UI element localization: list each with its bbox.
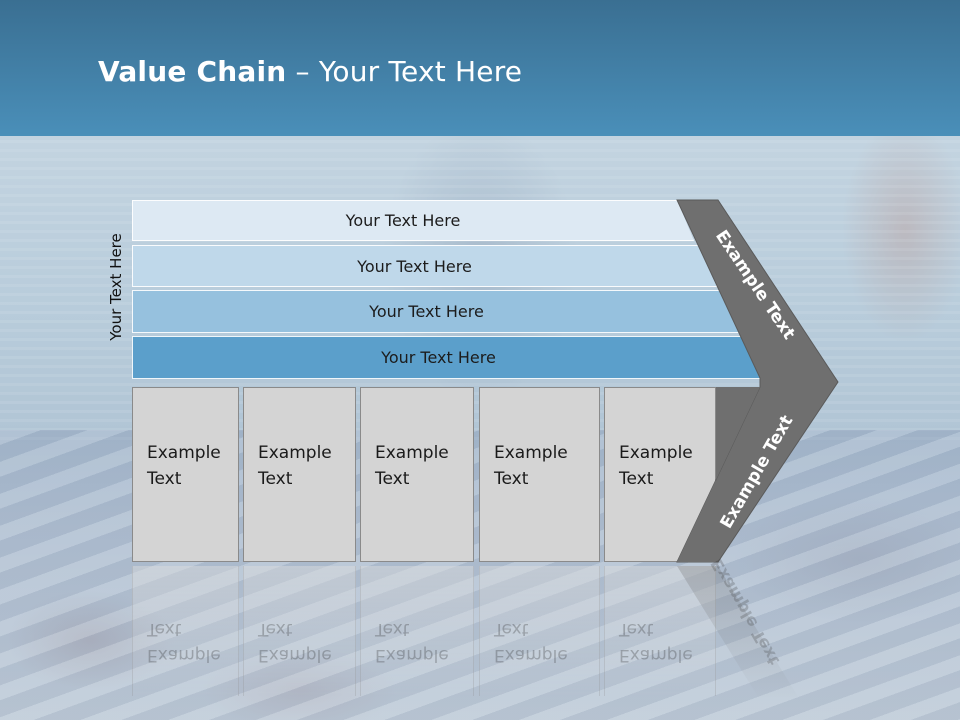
box-1: Example Text bbox=[132, 387, 239, 562]
box-5-diagonal-edge bbox=[677, 387, 760, 562]
slide-title-rest: – Your Text Here bbox=[286, 55, 523, 88]
band-3-label: Your Text Here bbox=[369, 302, 484, 321]
band-3: Your Text Here bbox=[132, 290, 741, 333]
box-4-reflection: Example Text bbox=[479, 566, 600, 696]
band-4: Your Text Here bbox=[132, 336, 765, 379]
box-2-reflection: Example Text bbox=[243, 566, 356, 696]
slide-title: Value Chain – Your Text Here bbox=[98, 55, 522, 88]
box-4: Example Text bbox=[479, 387, 600, 562]
header-bar: Value Chain – Your Text Here bbox=[0, 0, 960, 136]
band-4-label: Your Text Here bbox=[381, 348, 496, 367]
chevron-arrow-shape bbox=[676, 199, 839, 563]
band-1: Your Text Here bbox=[132, 200, 694, 241]
band-1-label: Your Text Here bbox=[345, 211, 461, 230]
box-3: Example Text bbox=[360, 387, 474, 562]
band-2: Your Text Here bbox=[132, 245, 717, 287]
box-1-reflection: Example Text bbox=[132, 566, 239, 696]
box-2: Example Text bbox=[243, 387, 356, 562]
chevron-reflection bbox=[677, 566, 800, 700]
box-3-reflection: Example Text bbox=[360, 566, 474, 696]
band-2-label: Your Text Here bbox=[357, 256, 472, 276]
slide-title-bold: Value Chain bbox=[98, 55, 287, 88]
